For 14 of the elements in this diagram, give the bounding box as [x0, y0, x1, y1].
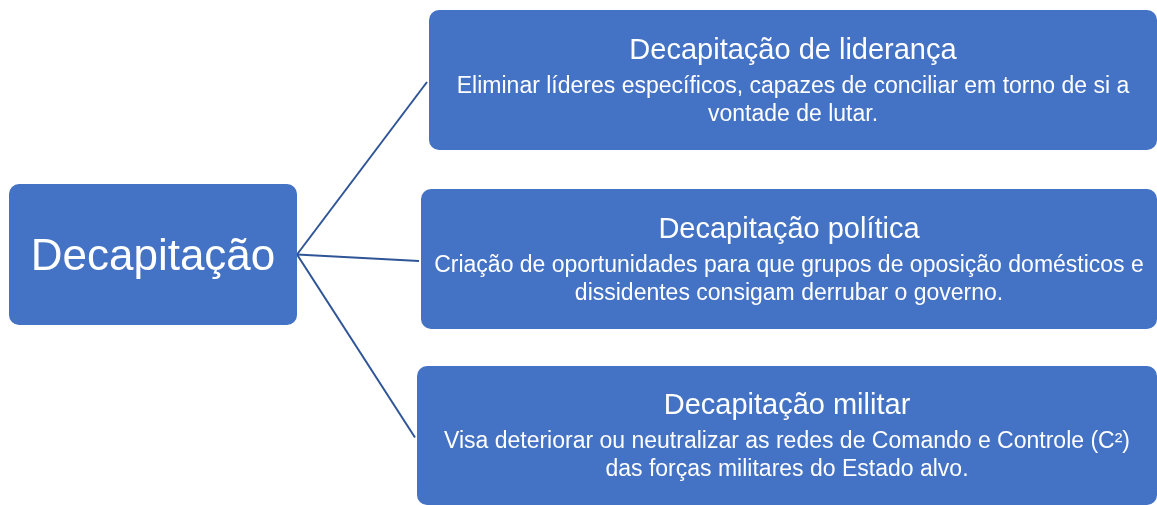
description: Criação de oportunidades para que grupos de oposição domésticos e dissidentes consigam derrubar o governo. [433, 250, 1145, 307]
category-box [429, 10, 1157, 150]
connector-line [296, 253, 416, 439]
topic-box [9, 184, 297, 325]
connector-line [296, 253, 420, 262]
category-box [417, 366, 1157, 505]
category-box [421, 189, 1157, 329]
heading: Decapitação militar [663, 388, 911, 422]
description: Eliminar líderes específicos, capazes de conciliar em torno de si a vontade de lutar. [455, 71, 1131, 128]
heading: Decapitação de liderança [629, 32, 957, 66]
heading: Decapitação política [658, 211, 920, 245]
description: Visa deteriorar ou neutralizar as redes de Comando e Controle (C²) das forças militares do Estado alvo. [442, 427, 1132, 483]
heading: Decapitação [30, 229, 276, 280]
connector-line [296, 81, 428, 256]
